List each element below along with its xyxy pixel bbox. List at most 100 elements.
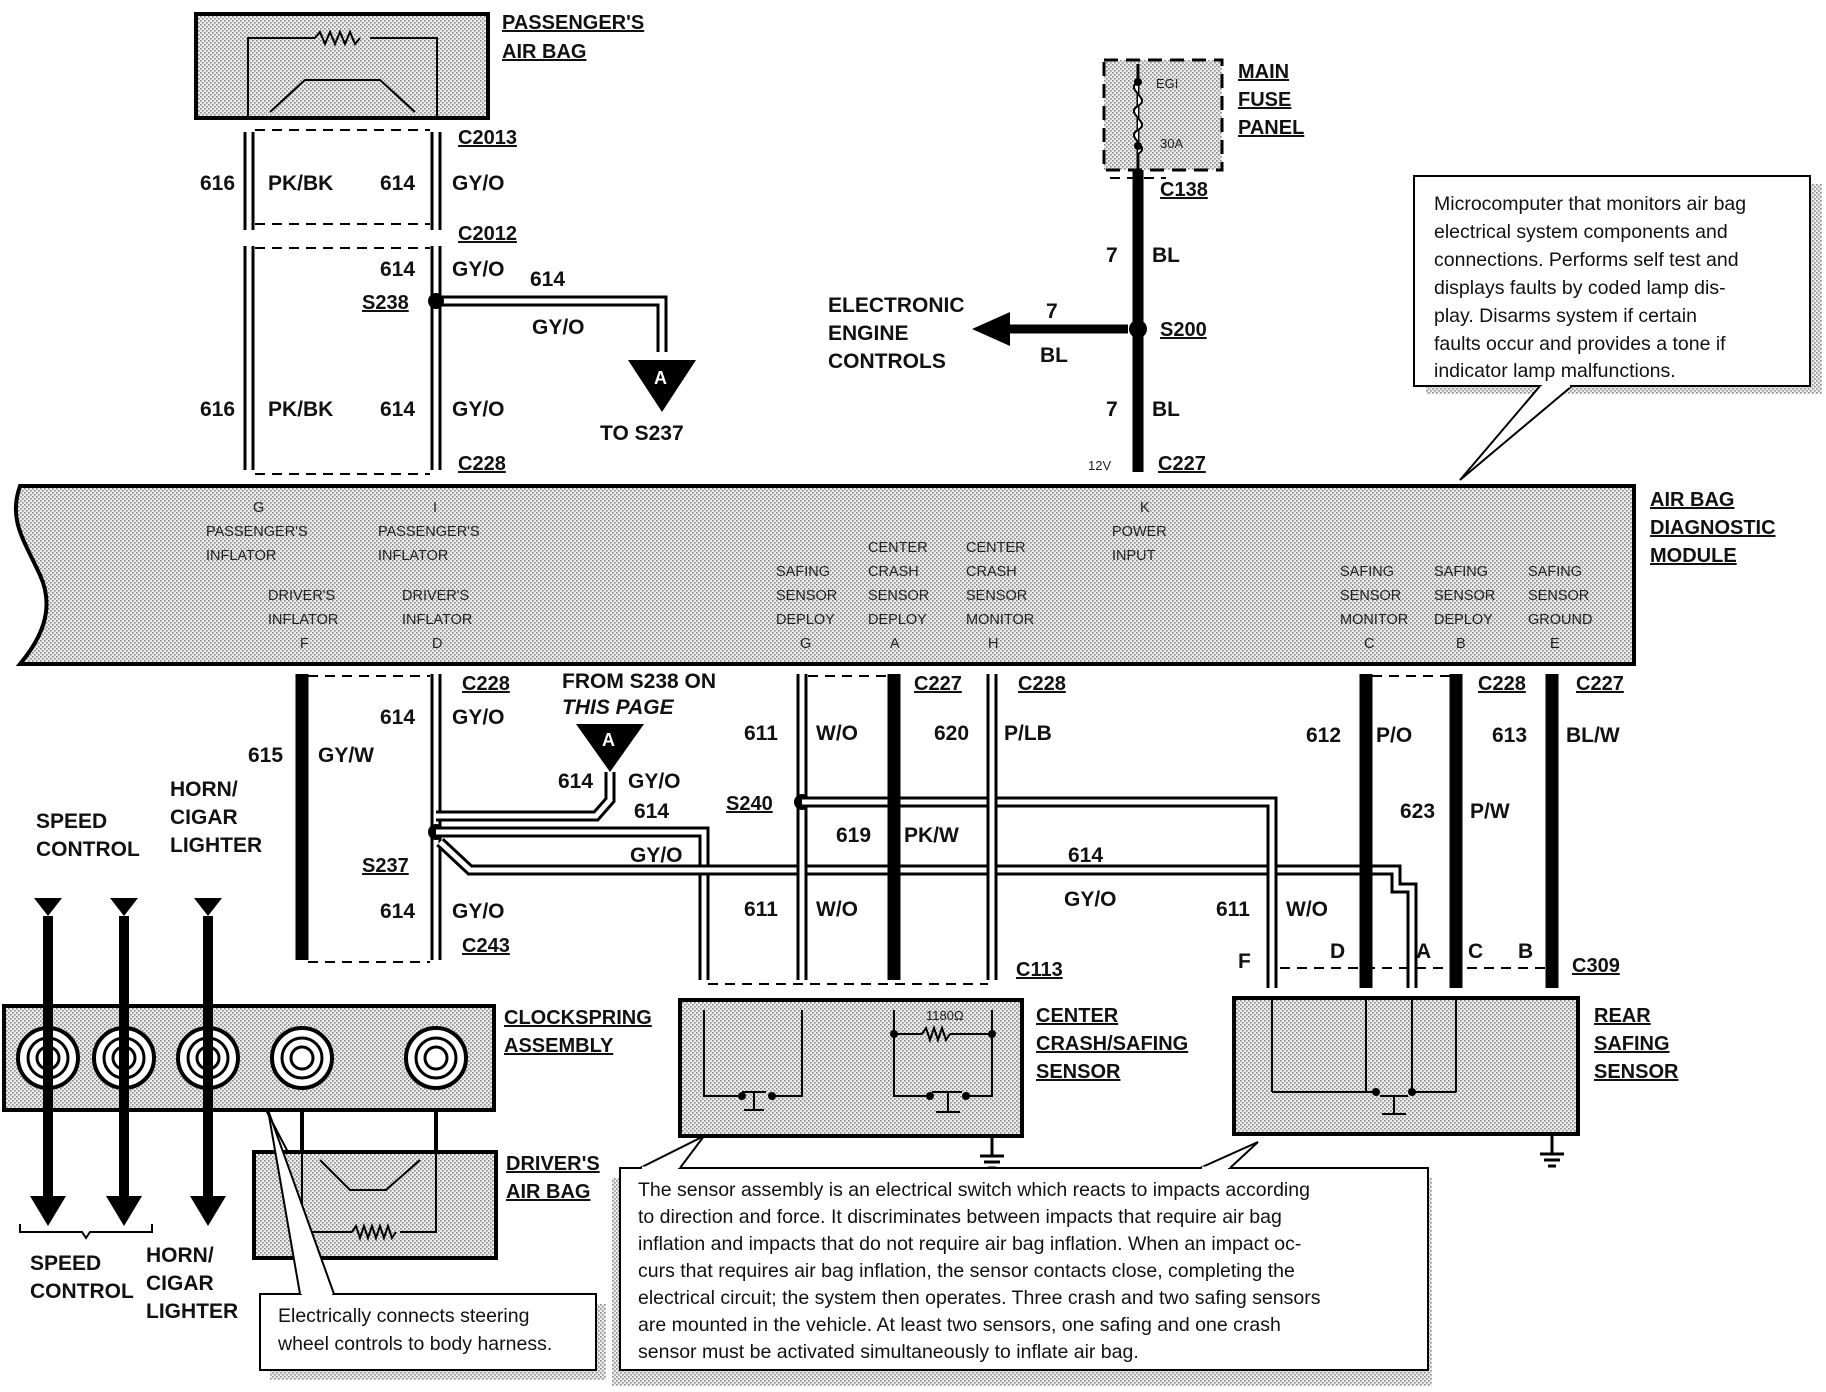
- module-pin-f-desc-1: DRIVER'S: [268, 588, 335, 604]
- module-pin-a-desc-3: SENSOR: [868, 588, 929, 604]
- rear-pin-a: A: [1416, 940, 1431, 963]
- main-fuse-panel-label-1: MAIN: [1238, 61, 1289, 83]
- connector-c2012: C2012: [458, 223, 517, 245]
- module-pin-c: C: [1364, 636, 1374, 652]
- module-label-2: DIAGNOSTIC: [1650, 517, 1776, 539]
- wire-619-color: PK/W: [904, 824, 959, 847]
- rear-sensor-label-1: REAR: [1594, 1005, 1651, 1027]
- main-fuse-panel-label-2: FUSE: [1238, 89, 1291, 111]
- module-pin-i-top-desc-2: INFLATOR: [378, 548, 448, 564]
- wire-611-a-color: W/O: [816, 722, 858, 745]
- clockspring-note-line-2: wheel controls to body harness.: [277, 1333, 552, 1355]
- wire-614-c: 614: [530, 268, 565, 291]
- connector-c113: C113: [1016, 959, 1063, 981]
- wire-614-a-color: GY/O: [452, 172, 505, 195]
- main-fuse-panel-label-3: PANEL: [1238, 117, 1304, 139]
- wire-614-d: 614: [380, 398, 415, 421]
- module-pin-e-desc-3: GROUND: [1528, 612, 1592, 628]
- module-pin-h-desc-4: MONITOR: [966, 612, 1034, 628]
- steering-wheel-leads: [19, 898, 438, 1240]
- wire-620: 620: [934, 722, 969, 745]
- driver-air-bag-label-2: AIR BAG: [506, 1181, 590, 1203]
- clockspring-note-line-1: Electrically connects steering: [278, 1305, 529, 1327]
- wire-612: 612: [1306, 724, 1341, 747]
- module-note-line-4: displays faults by coded lamp dis-: [1434, 277, 1726, 299]
- electronic-engine-controls-2: ENGINE: [828, 322, 909, 345]
- wire-611-b-color: W/O: [816, 898, 858, 921]
- clockspring-label-2: ASSEMBLY: [504, 1035, 614, 1057]
- rear-sensor-label-3: SENSOR: [1594, 1061, 1679, 1083]
- wire-619: 619: [836, 824, 871, 847]
- module-pin-g-desc-2: SENSOR: [776, 588, 837, 604]
- main-fuse-panel: [972, 58, 1224, 472]
- module-pin-c-desc-2: SENSOR: [1340, 588, 1401, 604]
- module-pin-a-desc-2: CRASH: [868, 564, 919, 580]
- connector-c227-top: C227: [1158, 453, 1206, 475]
- clockspring-coil-4: [270, 1026, 334, 1090]
- module-note-line-5: play. Disarms system if certain: [1434, 305, 1697, 327]
- module-pin-f: F: [300, 636, 309, 652]
- wire-611-b: 611: [744, 898, 778, 921]
- wire-614-h: 614: [380, 900, 415, 923]
- wire-614-g: 614: [634, 800, 669, 823]
- rear-safing-sensor: [1232, 996, 1580, 1168]
- wire-614-g-color: GY/O: [630, 844, 683, 867]
- wire-613-color: BL/W: [1566, 724, 1620, 747]
- sensor-note-line-3: inflation and impacts that do not requir…: [638, 1233, 1301, 1255]
- wire-7-c: 7: [1106, 398, 1118, 421]
- module-label-3: MODULE: [1650, 545, 1737, 567]
- splice-s238: S238: [362, 292, 409, 314]
- splice-s240: S240: [726, 793, 773, 815]
- module-pin-f-desc-2: INFLATOR: [268, 612, 338, 628]
- module-voltage: 12V: [1088, 458, 1111, 473]
- wire-614-a: 614: [380, 172, 415, 195]
- passenger-air-bag-label-2: AIR BAG: [502, 41, 586, 63]
- module-pin-i-top-desc-1: PASSENGER'S: [378, 524, 480, 540]
- module-pin-g: G: [800, 636, 811, 652]
- module-pin-h-desc-1: CENTER: [966, 540, 1026, 556]
- module-pin-a-desc-1: CENTER: [868, 540, 928, 556]
- horn-bottom-3: LIGHTER: [146, 1300, 238, 1323]
- module-pin-a: A: [890, 636, 900, 652]
- module-pin-a-desc-4: DEPLOY: [868, 612, 927, 628]
- wire-615: 615: [248, 744, 283, 767]
- module-pin-d-desc-1: DRIVER'S: [402, 588, 469, 604]
- connector-c138: C138: [1160, 179, 1208, 201]
- wire-623: 623: [1400, 800, 1435, 823]
- module-pin-e-desc-2: SENSOR: [1528, 588, 1589, 604]
- passenger-air-bag-label-1: PASSENGER'S: [502, 12, 644, 34]
- sensor-note-box: [612, 1135, 1432, 1386]
- passenger-wires: [243, 129, 696, 475]
- wire-7-a: 7: [1106, 244, 1118, 267]
- wire-611-c: 611: [1216, 898, 1250, 921]
- connector-c243: C243: [462, 935, 510, 957]
- clockspring-label-1: CLOCKSPRING: [504, 1007, 652, 1029]
- sensor-note-line-7: sensor must be activated simultaneously …: [638, 1341, 1139, 1363]
- wire-614-f: 614: [558, 770, 593, 793]
- module-note-box: [1413, 175, 1822, 481]
- sensor-note-line-2: to direction and force. It discriminates…: [638, 1206, 1282, 1228]
- wire-616-b-color: PK/BK: [268, 398, 333, 421]
- wire-614-b: 614: [380, 258, 415, 281]
- module-pin-b-desc-1: SAFING: [1434, 564, 1488, 580]
- speed-control-top-1: SPEED: [36, 810, 107, 833]
- module-pin-d-desc-2: INFLATOR: [402, 612, 472, 628]
- wire-611-a: 611: [744, 722, 778, 745]
- wire-620-color: P/LB: [1004, 722, 1052, 745]
- module-note-line-7: indicator lamp malfunctions.: [1434, 360, 1676, 382]
- module-pin-i-top: I: [433, 500, 437, 516]
- connector-c228-top-left: C228: [458, 453, 506, 475]
- connector-c228-b3: C228: [1478, 673, 1526, 695]
- module-pin-g-top-desc-1: PASSENGER'S: [206, 524, 308, 540]
- center-crash-safing-sensor: [678, 998, 1024, 1170]
- module-pin-k-top-desc-1: POWER: [1112, 524, 1167, 540]
- module-note-line-6: faults occur and provides a tone if: [1434, 333, 1726, 355]
- speed-control-bottom-2: CONTROL: [30, 1280, 134, 1303]
- clockspring-coil-5: [404, 1026, 468, 1090]
- wire-614-c-color: GY/O: [532, 316, 585, 339]
- wire-614-e: 614: [380, 706, 415, 729]
- splice-s237: S237: [362, 855, 409, 877]
- horn-bottom-1: HORN/: [146, 1244, 214, 1267]
- air-bag-diagnostic-module: [13, 484, 1636, 666]
